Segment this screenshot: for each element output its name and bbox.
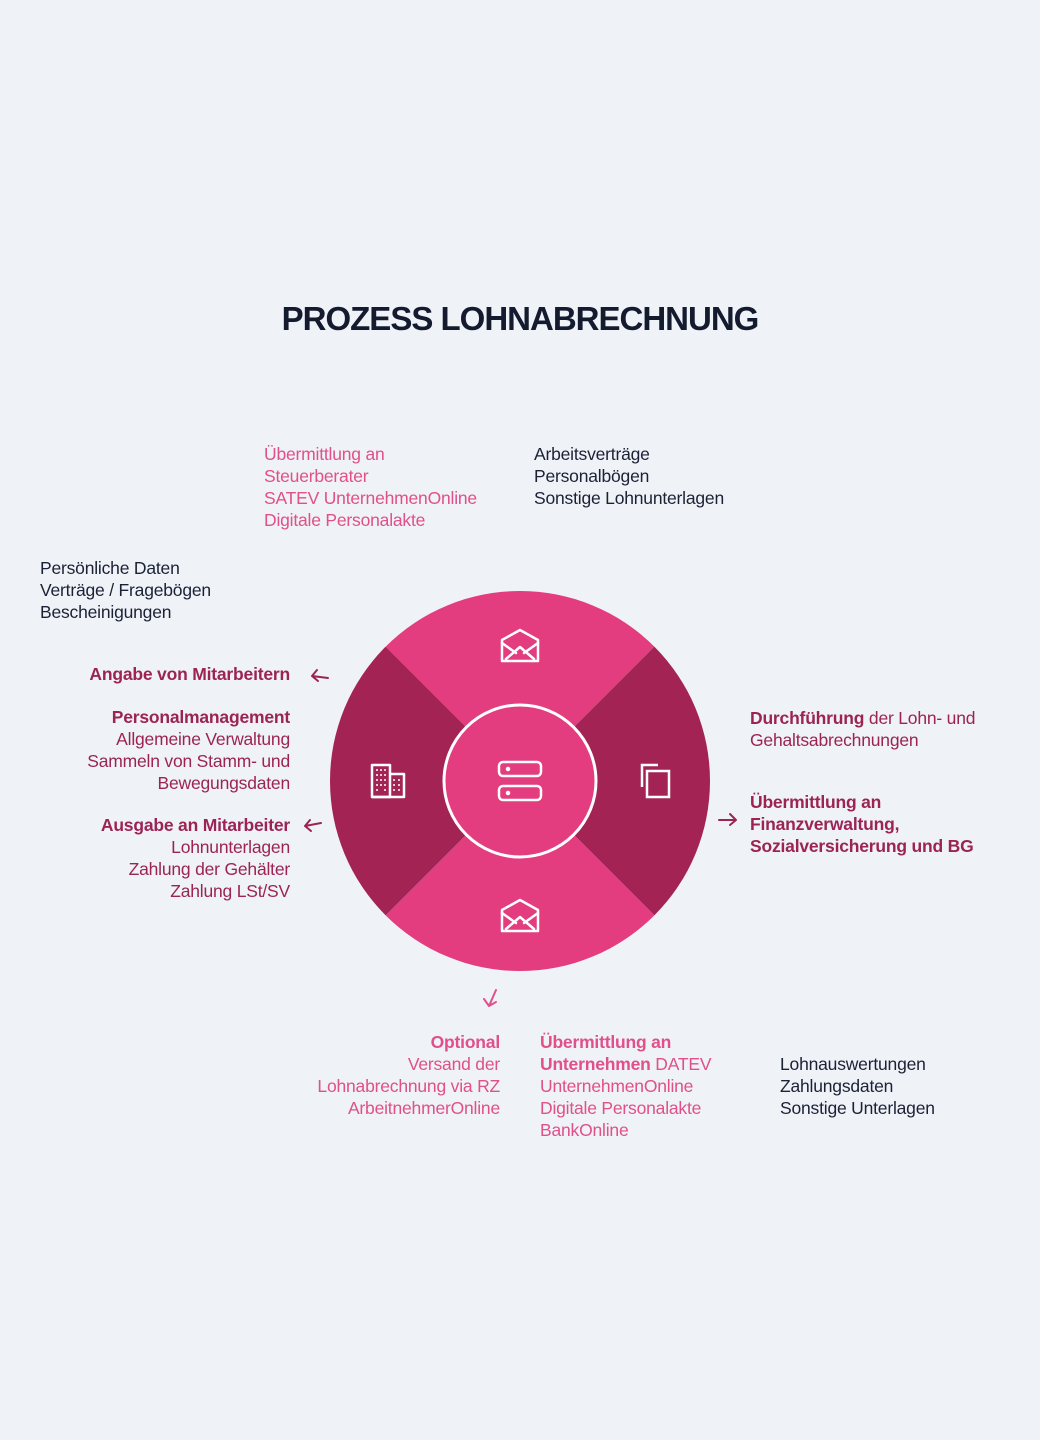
- ausgabe-mitarbeiter-text: Ausgabe an Mitarbeiter Lohnunterlagen Za…: [101, 814, 290, 902]
- text-line: Steuerberater: [264, 466, 369, 486]
- durchfuehrung-text: Durchführung der Lohn- und Gehaltsabrech…: [750, 707, 975, 751]
- text-line: Zahlung LSt/SV: [170, 881, 290, 901]
- steuerberater-transfer-text: Übermittlung an Steuerberater SATEV Unte…: [264, 443, 477, 531]
- building-icon: [370, 763, 406, 799]
- heading: Ausgabe an Mitarbeiter: [100, 815, 290, 835]
- documents-list-bottom: Lohnauswertungen Zahlungsdaten Sonstige …: [780, 1053, 935, 1119]
- text-line: Finanzverwaltung,: [750, 814, 900, 834]
- uebermittlung-unternehmen-text: Übermittlung an Unternehmen DATEV Untern…: [540, 1031, 712, 1141]
- text-line: Digitale Personalakte: [540, 1098, 702, 1118]
- angabe-mitarbeiter-text: Angabe von Mitarbeitern: [89, 663, 290, 685]
- text-line: Sozialversicherung und BG: [750, 836, 974, 856]
- text-line: Übermittlung an: [750, 792, 882, 812]
- text-inline: DATEV: [650, 1054, 712, 1074]
- documents-list-top: Arbeitsverträge Personalbögen Sonstige L…: [534, 443, 724, 509]
- text-line: UnternehmenOnline: [540, 1076, 694, 1096]
- text-line: Personalbögen: [534, 466, 650, 486]
- text-line: Zahlung der Gehälter: [128, 859, 291, 879]
- text-line: Übermittlung an: [264, 444, 385, 464]
- text-line: Lohnabrechnung via RZ: [317, 1076, 500, 1096]
- optional-versand-text: Optional Versand der Lohnabrechnung via …: [317, 1031, 500, 1119]
- text-line: Versand der: [407, 1054, 500, 1074]
- text-line: Zahlungsdaten: [780, 1076, 894, 1096]
- text-line: Persönliche Daten: [40, 558, 180, 578]
- text-line: Sonstige Lohnunterlagen: [534, 488, 725, 508]
- text-line: Bescheinigungen: [40, 602, 172, 622]
- text-line: Lohnunterlagen: [171, 837, 290, 857]
- text-line: Sonstige Unterlagen: [780, 1098, 935, 1118]
- text-line: Sammeln von Stamm- und: [87, 751, 290, 771]
- text-line: BankOnline: [540, 1120, 629, 1140]
- text-line: ArbeitnehmerOnline: [347, 1098, 500, 1118]
- text-line: Arbeitsverträge: [534, 444, 650, 464]
- copy-documents-icon: [640, 763, 671, 799]
- personalmanagement-text: Personalmanagement Allgemeine Verwaltung…: [87, 706, 290, 794]
- segment-top: [385, 591, 655, 781]
- text-line: Gehaltsabrechnungen: [750, 730, 919, 750]
- heading: Übermittlung an: [540, 1032, 672, 1052]
- uebermittlung-finanzverwaltung-text: Übermittlung an Finanzverwaltung, Sozial…: [750, 791, 974, 857]
- center-circle: [442, 703, 598, 859]
- text-line: Verträge / Fragebögen: [40, 580, 211, 600]
- text-line: Bewegungsdaten: [157, 773, 291, 793]
- text-line: Allgemeine Verwaltung: [116, 729, 290, 749]
- arrow-left-icon: [304, 819, 322, 832]
- heading: Personalmanagement: [111, 707, 290, 727]
- heading: Optional: [430, 1032, 501, 1052]
- envelope-open-icon: [500, 898, 540, 933]
- heading: Angabe von Mitarbeitern: [89, 664, 290, 684]
- arrow-down-left-icon: [483, 989, 497, 1007]
- text-line: Lohnauswertungen: [780, 1054, 926, 1074]
- text-line: SATEV UnternehmenOnline: [264, 488, 477, 508]
- documents-list-left: Persönliche Daten Verträge / Fragebögen …: [40, 557, 211, 623]
- arrow-left-icon: [311, 669, 329, 682]
- segment-bottom: [385, 781, 655, 971]
- text-inline: der Lohn- und: [864, 708, 976, 728]
- arrow-right-icon: [718, 813, 737, 826]
- heading: Durchführung: [750, 708, 865, 728]
- server-stack-icon: [497, 760, 543, 802]
- heading: Unternehmen: [540, 1054, 651, 1074]
- segment-left: [330, 646, 520, 916]
- page-title: PROZESS LOHNABRECHNUNG: [281, 300, 760, 337]
- envelope-open-icon: [500, 628, 540, 663]
- text-line: Digitale Personalakte: [264, 510, 426, 530]
- process-circle-diagram: [330, 591, 710, 971]
- segment-right: [520, 646, 710, 916]
